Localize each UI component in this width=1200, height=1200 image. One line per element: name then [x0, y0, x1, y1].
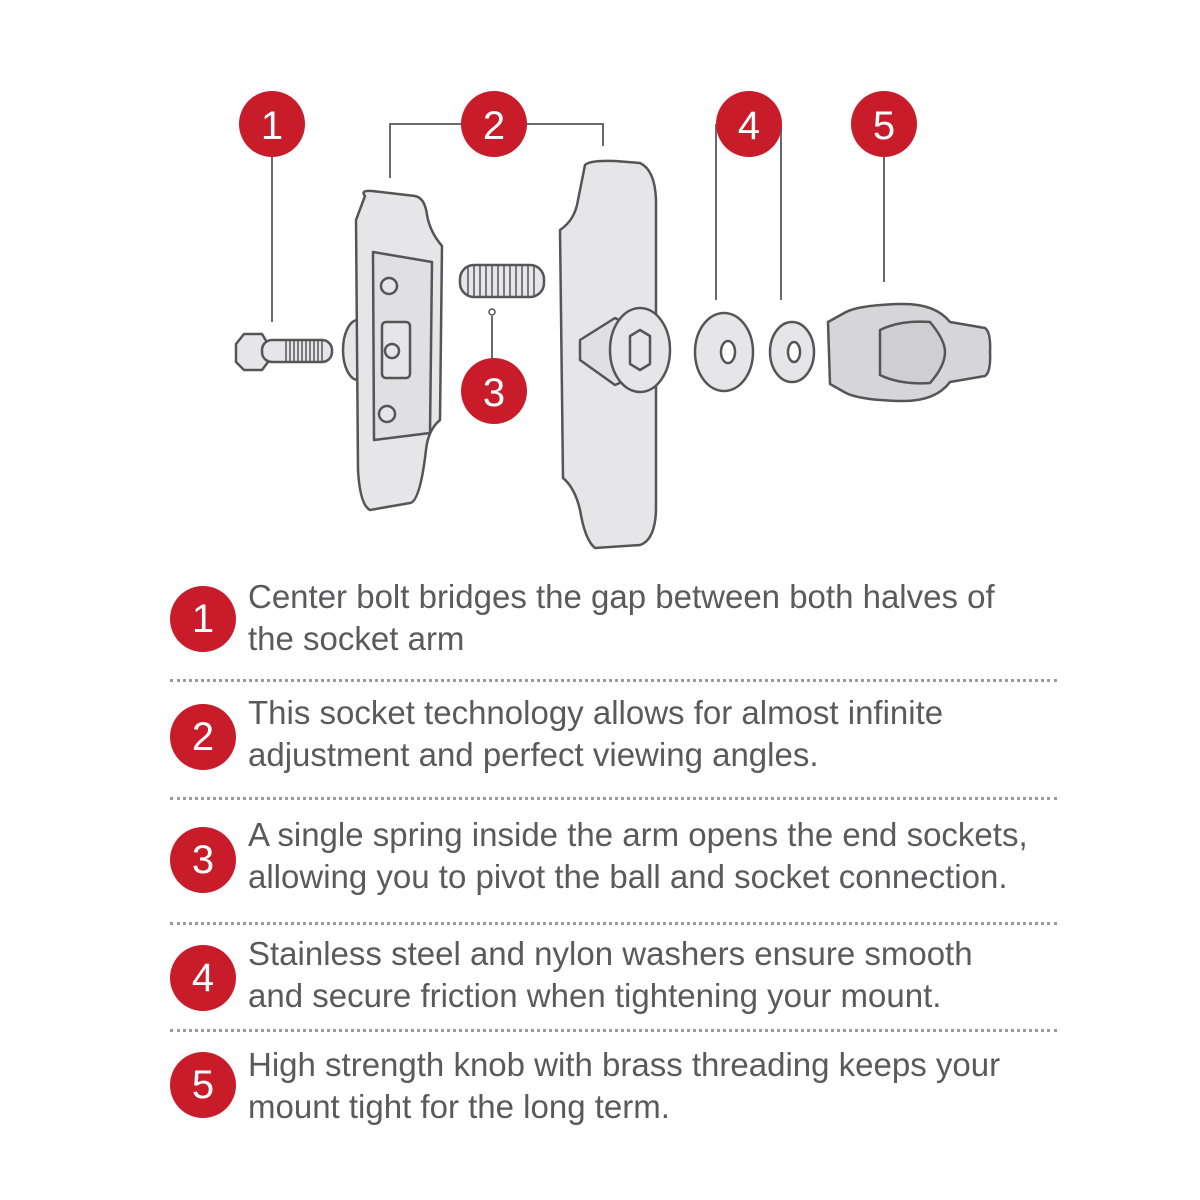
- legend-item-2: 2 This socket technology allows for almo…: [168, 682, 1060, 797]
- number-badge: 5: [170, 1052, 236, 1118]
- desc-line: High strength knob with brass threading …: [248, 1046, 1001, 1083]
- svg-text:2: 2: [483, 104, 505, 148]
- center-bolt: [234, 332, 334, 372]
- legend-description: Center bolt bridges the gap between both…: [248, 576, 1060, 660]
- desc-line: Center bolt bridges the gap between both…: [248, 578, 995, 615]
- desc-line: and secure friction when tightening your…: [248, 977, 942, 1014]
- legend-description: High strength knob with brass threading …: [248, 1044, 1060, 1128]
- callout-3: 3: [461, 358, 527, 424]
- dotted-divider: [170, 797, 1057, 800]
- legend-item-4: 4 Stainless steel and nylon washers ensu…: [168, 925, 1060, 1029]
- desc-line: adjustment and perfect viewing angles.: [248, 736, 819, 773]
- number-badge: 4: [170, 945, 236, 1011]
- dotted-divider: [170, 1029, 1057, 1032]
- desc-line: the socket arm: [248, 620, 465, 657]
- desc-line: A single spring inside the arm opens the…: [248, 816, 1028, 853]
- svg-text:3: 3: [483, 371, 505, 415]
- legend-item-1: 1 Center bolt bridges the gap between bo…: [168, 576, 1060, 679]
- parts-legend: 1 Center bolt bridges the gap between bo…: [168, 576, 1060, 1144]
- diagram-callouts: 1 2 3 4 5: [239, 91, 917, 424]
- socket-arm-half-front: [341, 189, 444, 512]
- legend-item-5: 5 High strength knob with brass threadin…: [168, 1032, 1060, 1144]
- dotted-divider: [170, 922, 1057, 925]
- stainless-steel-washer: [693, 311, 755, 393]
- callout-5: 5: [851, 91, 917, 157]
- dotted-divider: [170, 679, 1057, 682]
- spring: [458, 263, 546, 316]
- legend-item-3: 3 A single spring inside the arm opens t…: [168, 800, 1060, 922]
- desc-line: mount tight for the long term.: [248, 1088, 670, 1125]
- legend-description: A single spring inside the arm opens the…: [248, 814, 1060, 898]
- number-badge: 3: [170, 827, 236, 893]
- socket-arm-half-back: [558, 159, 672, 550]
- legend-description: This socket technology allows for almost…: [248, 692, 1060, 776]
- callout-2: 2: [461, 91, 527, 157]
- svg-text:4: 4: [738, 104, 760, 148]
- knob: [826, 302, 992, 403]
- desc-line: Stainless steel and nylon washers ensure…: [248, 935, 973, 972]
- nylon-washer: [768, 320, 816, 384]
- leader-lines: [271, 123, 885, 362]
- callout-4: 4: [716, 91, 782, 157]
- number-badge: 1: [170, 586, 236, 652]
- desc-line: This socket technology allows for almost…: [248, 694, 944, 731]
- legend-description: Stainless steel and nylon washers ensure…: [248, 933, 1060, 1017]
- desc-line: allowing you to pivot the ball and socke…: [248, 858, 1008, 895]
- number-badge: 2: [170, 704, 236, 770]
- svg-text:1: 1: [261, 104, 283, 148]
- callout-1: 1: [239, 91, 305, 157]
- exploded-parts-diagram: 1 2 3 4 5: [234, 91, 992, 550]
- svg-text:5: 5: [873, 104, 895, 148]
